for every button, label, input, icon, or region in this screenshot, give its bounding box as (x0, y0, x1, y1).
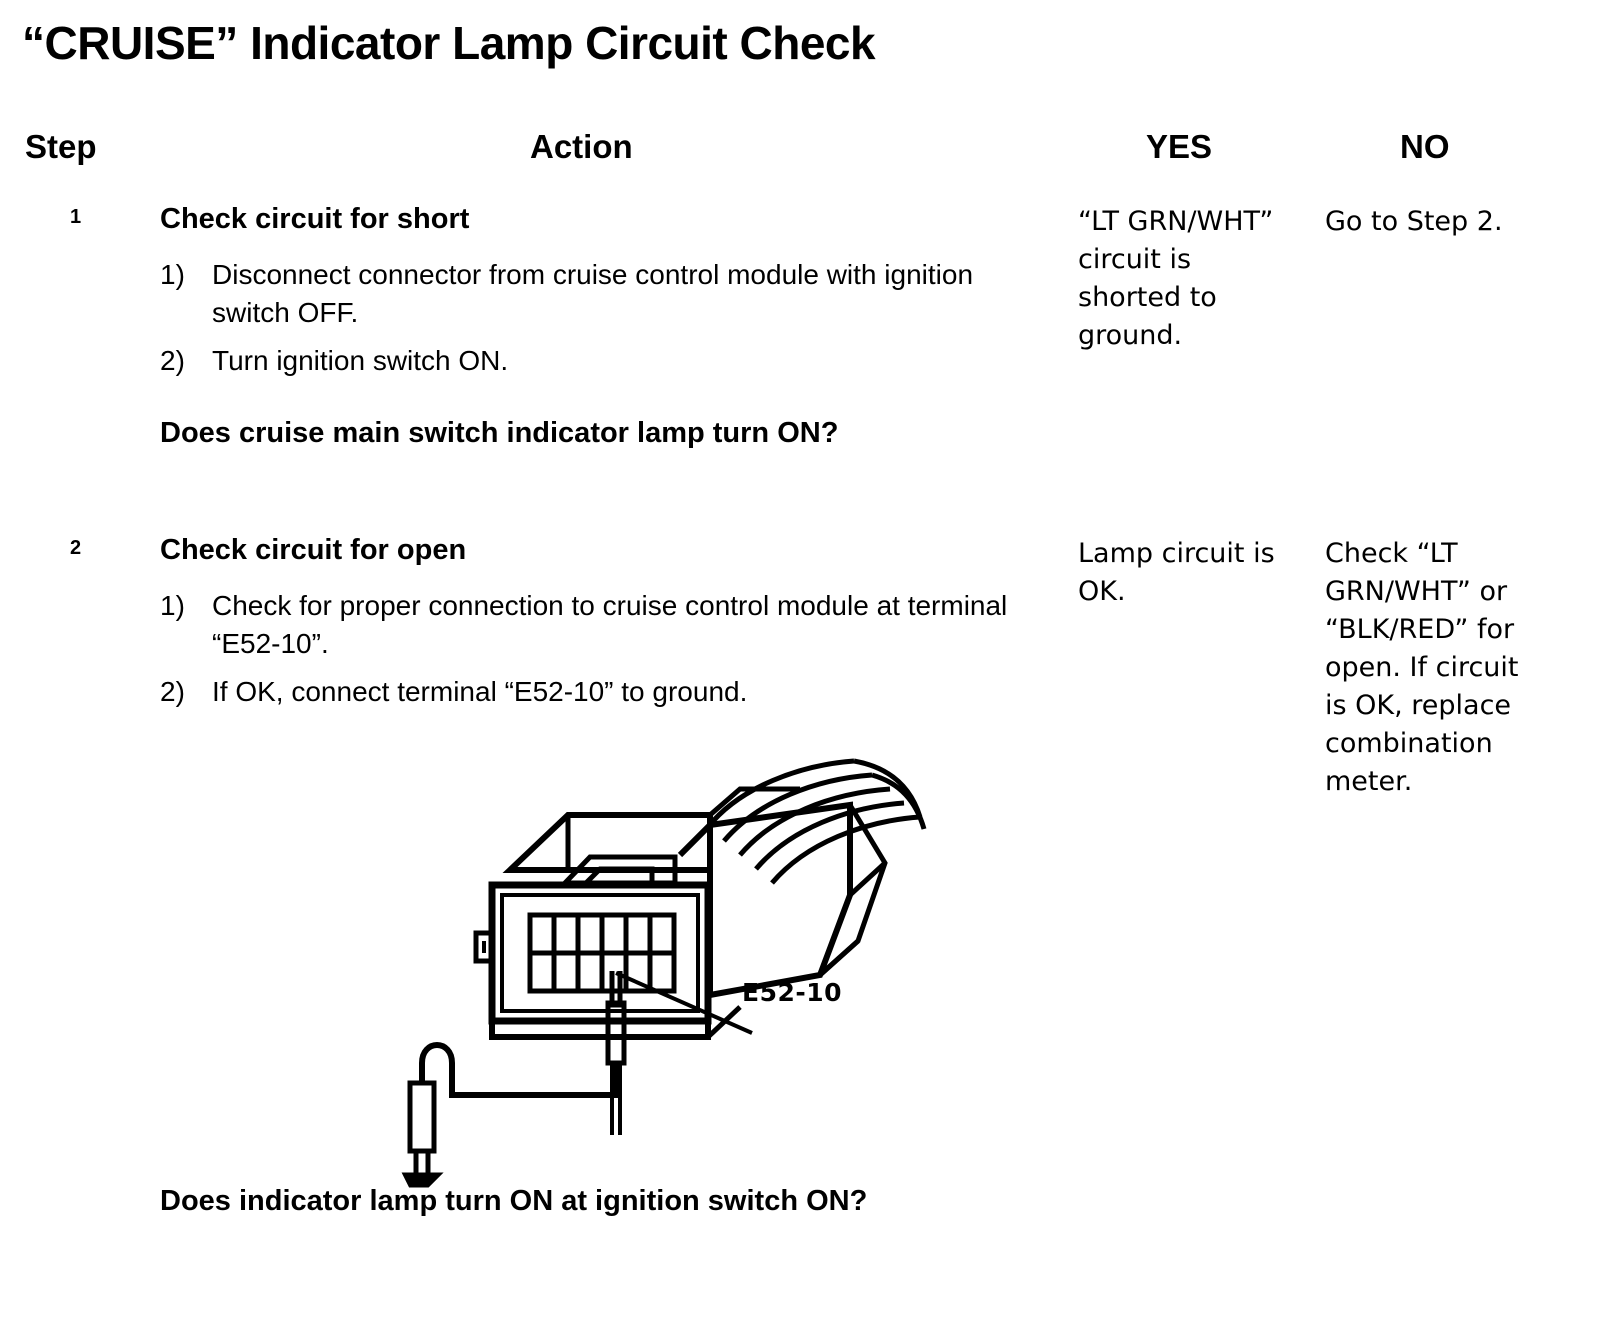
list-marker: 2) (160, 345, 185, 376)
page-title: “CRUISE” Indicator Lamp Circuit Check (22, 17, 876, 69)
step-2-substeps: 1) Check for proper connection to cruise… (160, 587, 1020, 721)
list-text: Check for proper connection to cruise co… (212, 590, 1008, 659)
pin-grid-icon (527, 912, 677, 994)
column-header-step: Step (25, 128, 97, 165)
list-item: 2) Turn ignition switch ON. (160, 342, 1020, 380)
terminal-label-e52-10: E52-10 (742, 978, 843, 1007)
jumper-wire (419, 1042, 619, 1098)
step-1-question: Does cruise main switch indicator lamp t… (160, 417, 839, 449)
step-1-substeps: 1) Disconnect connector from cruise cont… (160, 256, 1020, 390)
list-marker: 1) (160, 259, 185, 290)
ground-point-icon (401, 1150, 444, 1188)
column-header-yes: YES (1146, 128, 1213, 165)
step-1-yes-result: “LT GRN/WHT” circuit is shorted to groun… (1078, 206, 1274, 351)
step-1-action-title: Check circuit for short (160, 203, 470, 235)
step-number-1: 1 (70, 206, 82, 228)
connector-diagram (380, 745, 940, 1155)
step-2-yes-result: Lamp circuit is OK. (1078, 538, 1275, 607)
list-item: 1) Check for proper connection to cruise… (160, 587, 1020, 663)
step-2-no-result: Check “LT GRN/WHT” or “BLK/RED” for open… (1325, 538, 1519, 797)
ground-probe-icon (407, 1080, 437, 1154)
column-header-action: Action (530, 128, 633, 165)
list-marker: 1) (160, 590, 185, 621)
step-2-action-title: Check circuit for open (160, 534, 467, 566)
list-text: Turn ignition switch ON. (212, 345, 509, 376)
list-text: If OK, connect terminal “E52-10” to grou… (212, 676, 748, 707)
list-item: 1) Disconnect connector from cruise cont… (160, 256, 1020, 332)
test-probe-icon (605, 971, 627, 1135)
list-item: 2) If OK, connect terminal “E52-10” to g… (160, 673, 1020, 711)
list-text: Disconnect connector from cruise control… (212, 259, 974, 328)
column-header-no: NO (1400, 128, 1450, 165)
list-marker: 2) (160, 676, 185, 707)
step-2-question: Does indicator lamp turn ON at ignition … (160, 1185, 868, 1217)
step-number-2: 2 (70, 537, 82, 559)
step-1-no-result: Go to Step 2. (1325, 206, 1503, 237)
leader-line (615, 971, 753, 1035)
